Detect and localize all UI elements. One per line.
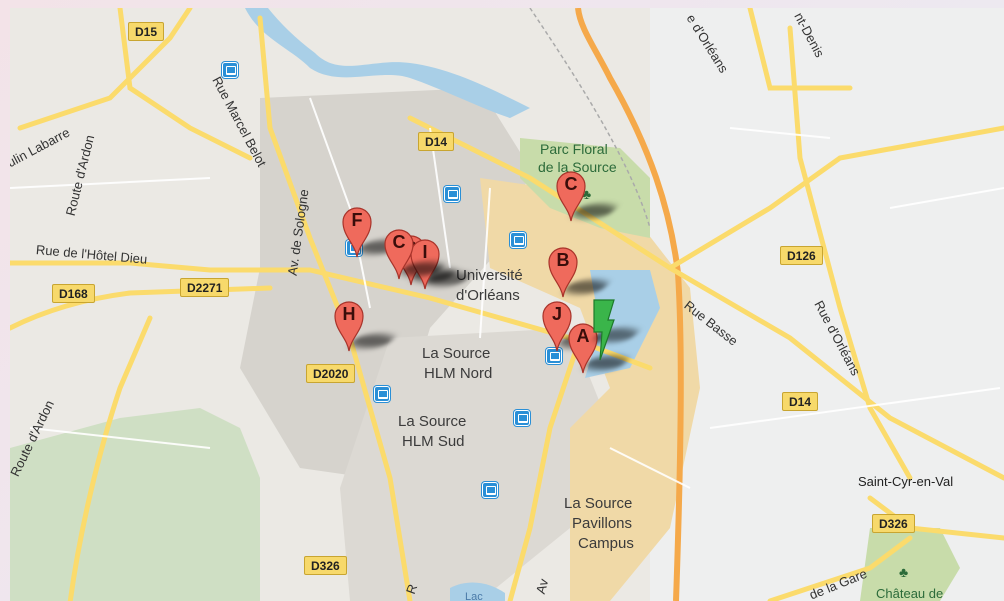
- motorway: [575, 8, 684, 601]
- road-shield-d326-east: D326: [872, 514, 915, 533]
- place-label-hlm-nord: HLM Nord: [424, 365, 493, 382]
- road-shield-d14: D14: [418, 132, 455, 151]
- place-label-parc-floral: Parc Floral: [540, 141, 608, 157]
- map-marker-b[interactable]: B: [546, 244, 612, 298]
- map-marker-label: C: [564, 174, 578, 194]
- map-marker-h[interactable]: H: [332, 298, 398, 352]
- map-marker-a[interactable]: A: [566, 320, 632, 374]
- road-shield-d326: D326: [304, 556, 347, 575]
- bus-stop-icon[interactable]: [374, 386, 390, 402]
- road-shield-d2020: D2020: [306, 364, 356, 383]
- bus-stop-icon[interactable]: [510, 232, 526, 248]
- bus-stop-icon[interactable]: [222, 62, 238, 78]
- road-shield-d14-east: D14: [782, 392, 819, 411]
- place-label-saint-cyr: Saint-Cyr-en-Val: [858, 474, 954, 489]
- place-label-campus: Campus: [578, 535, 634, 552]
- forest-area: [10, 408, 260, 601]
- road-shield-d2271: D2271: [180, 278, 230, 297]
- place-label-orleans: d'Orléans: [456, 287, 520, 304]
- bus-stop-icon[interactable]: [514, 410, 530, 426]
- place-label-pavillons: Pavillons: [572, 515, 633, 532]
- map-marker-c[interactable]: C: [554, 168, 620, 222]
- place-label-universite: Université: [456, 267, 523, 284]
- map-marker-label: A: [576, 326, 590, 346]
- map-marker-label: J: [551, 304, 562, 324]
- bus-stop-icon[interactable]: [482, 482, 498, 498]
- place-label-chateau: Château de: [876, 586, 944, 601]
- tree-icon: ♣: [899, 564, 909, 580]
- place-label-la-source-nord: La Source: [422, 345, 491, 362]
- map-marker-label: F: [351, 210, 363, 230]
- map-marker-label: I: [422, 242, 428, 262]
- map-marker-label: C: [392, 232, 406, 252]
- map-marker-label: B: [556, 250, 570, 270]
- map-marker-f[interactable]: F: [340, 204, 406, 258]
- place-label-lac: Lac: [465, 591, 483, 601]
- river: [245, 8, 530, 118]
- map-base: [10, 8, 1004, 601]
- road-shield-d15: D15: [128, 22, 165, 41]
- place-label-hlm-sud: HLM Sud: [402, 433, 465, 450]
- map-canvas[interactable]: D15 D14 D168 D2271 D2020 D126 D14 D326 D…: [10, 8, 1004, 601]
- bus-stop-icon[interactable]: [444, 186, 460, 202]
- map-marker-c[interactable]: C: [382, 226, 448, 280]
- place-label-la-source-pavillons: La Source: [564, 495, 633, 512]
- road-shield-d126: D126: [780, 246, 823, 265]
- road-shield-d168: D168: [52, 284, 95, 303]
- place-label-parc-floral-2: de la Source: [538, 159, 617, 175]
- map-marker-label: H: [342, 304, 356, 324]
- place-label-la-source-sud: La Source: [398, 413, 467, 430]
- bus-stop-icon[interactable]: [546, 348, 562, 364]
- tree-icon: ♣: [582, 186, 592, 202]
- map-marker-j[interactable]: J: [540, 298, 606, 352]
